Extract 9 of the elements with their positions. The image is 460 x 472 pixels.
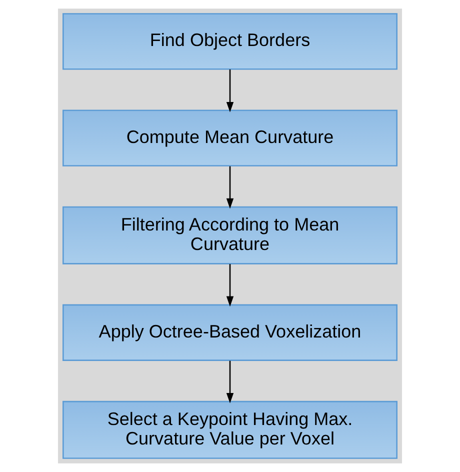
arrow: [226, 360, 234, 404]
node-box: Apply Octree-Based Voxelization: [62, 304, 398, 361]
node-box: Compute Mean Curvature: [62, 110, 398, 166]
node-box: Find Object Borders: [62, 13, 398, 70]
arrow: [226, 166, 234, 209]
node-box: Select a Keypoint Having Max. Curvature Value per Voxel: [62, 400, 398, 459]
arrow: [226, 264, 234, 307]
node-box: Filtering According to Mean Curvature: [62, 206, 398, 264]
arrow: [226, 69, 234, 112]
